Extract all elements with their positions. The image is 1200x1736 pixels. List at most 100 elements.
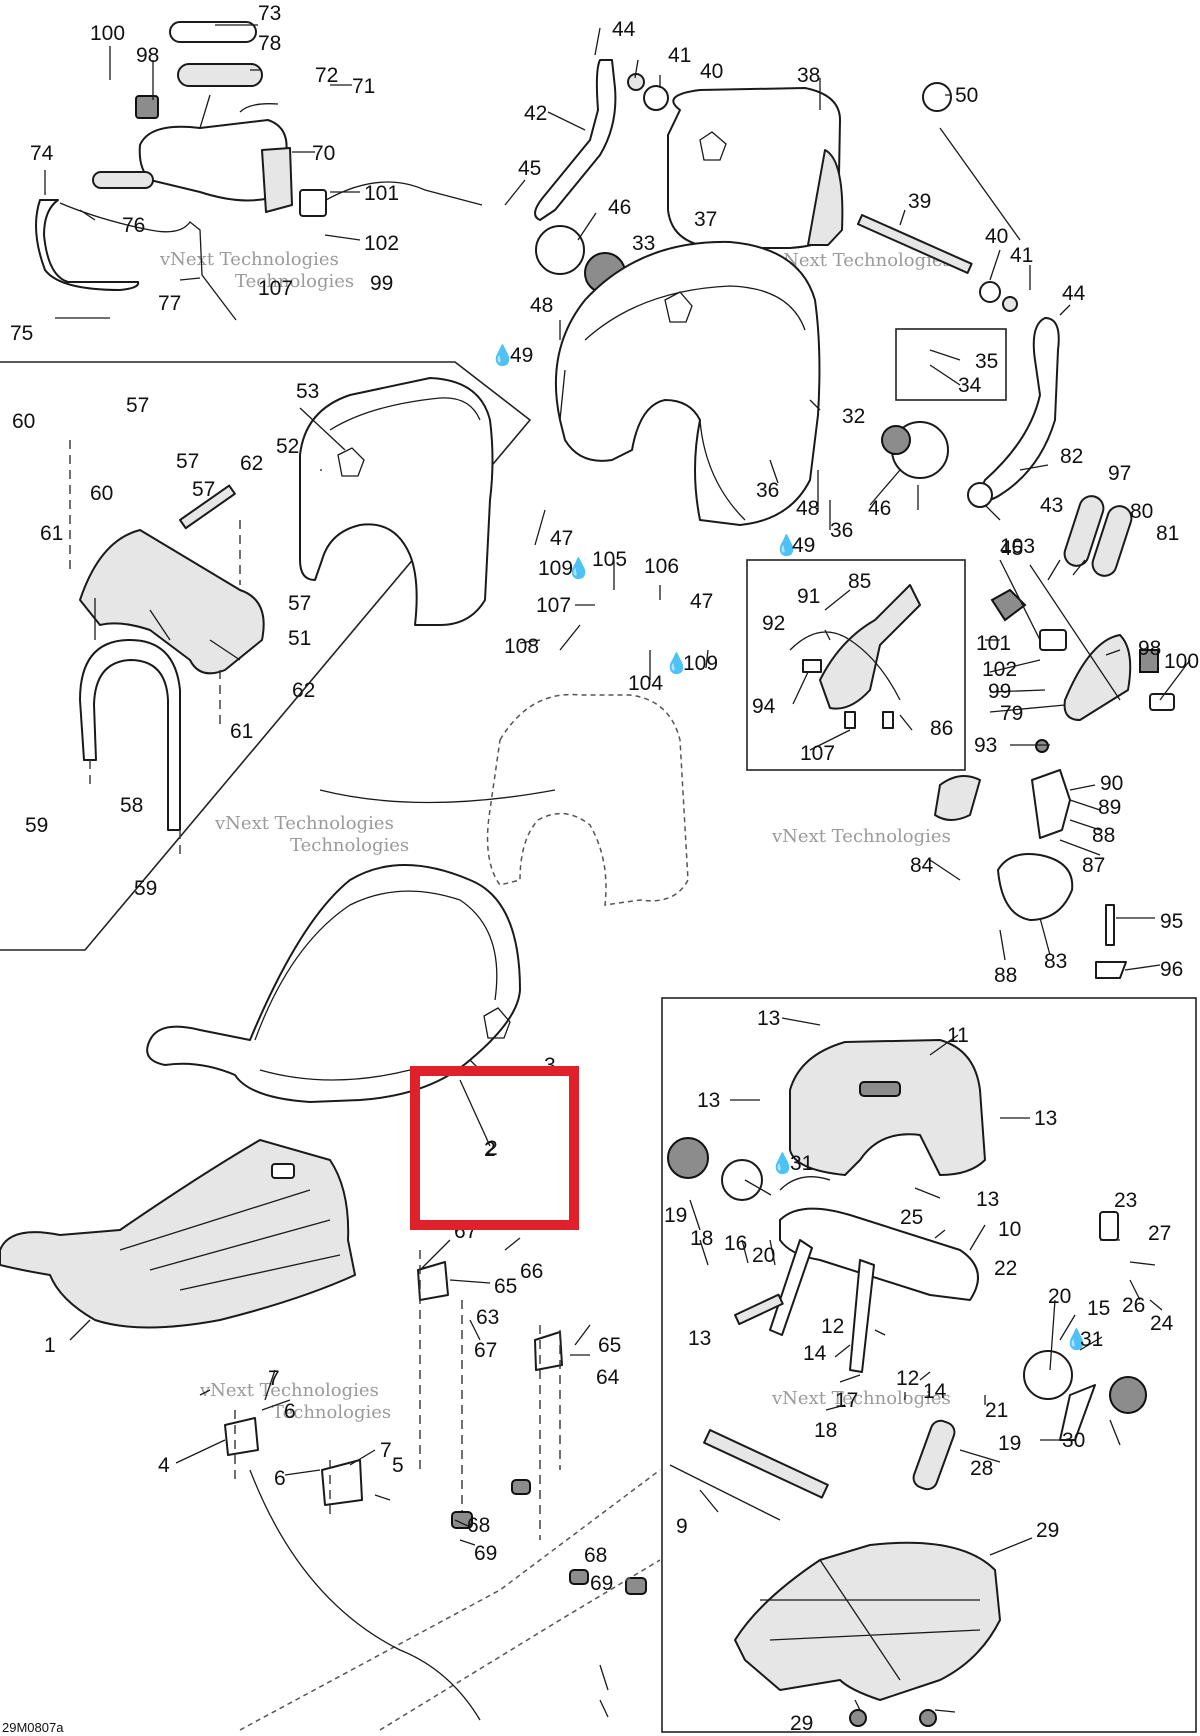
bar-60 <box>179 484 236 530</box>
highlight-callout-label: 2 <box>486 1137 498 1160</box>
callout-label: 77 <box>158 292 181 315</box>
callout-label: 108 <box>504 635 539 658</box>
callout-label: 18 <box>690 1227 713 1250</box>
callout-label: 61 <box>230 720 253 743</box>
section-frames <box>0 328 1197 1733</box>
callout-label: 53 <box>296 380 319 403</box>
shell-11 <box>789 1039 986 1176</box>
base-1 <box>0 1139 356 1329</box>
callout-label: 88 <box>994 964 1017 987</box>
rod-39 <box>856 214 973 274</box>
callout-label: 98 <box>1138 637 1161 660</box>
callout-label: 20 <box>752 1244 775 1267</box>
grip-78 <box>177 63 263 87</box>
watermark-text: vNext Technologies <box>772 250 952 271</box>
callout-label: 27 <box>1148 1222 1171 1245</box>
grip-73 <box>169 21 257 43</box>
grip-97 <box>1091 505 1133 577</box>
callout-label: 109 <box>683 652 718 675</box>
callout-label: 57 <box>176 450 199 473</box>
callout-label: 34 <box>958 374 982 397</box>
seat-32 <box>554 240 821 526</box>
callout-label: 52 <box>276 435 299 458</box>
callout-label: 41 <box>668 44 691 67</box>
callout-label: 86 <box>930 717 953 740</box>
callout-label: 100 <box>1164 650 1199 673</box>
lever-23 <box>1099 1211 1119 1241</box>
callout-label: 35 <box>975 350 998 373</box>
plate-100 <box>1149 693 1175 711</box>
callout-label: 74 <box>30 142 54 165</box>
highlight-box: 2 <box>410 1066 579 1230</box>
right-mid-parts <box>934 495 1175 979</box>
callout-label: 23 <box>1114 1189 1137 1212</box>
oil-drop-icon: 💧 <box>774 533 799 557</box>
latch-21 <box>1059 1384 1096 1441</box>
oil-drop-icon: 💧 <box>566 556 591 580</box>
oil-drop-icon: 💧 <box>664 651 689 675</box>
ghost-seat <box>319 693 689 906</box>
callout-label: 57 <box>288 592 311 615</box>
callout-label: 65 <box>494 1275 517 1298</box>
watermark-text: Technologies <box>235 271 354 292</box>
callout-label: 51 <box>288 627 311 650</box>
callout-label: 99 <box>370 272 393 295</box>
button-93 <box>1035 739 1049 753</box>
callout-label: 36 <box>756 479 779 502</box>
callout-label: 63 <box>476 1306 499 1329</box>
callout-label: 15 <box>1087 1297 1110 1320</box>
callout-label: 33 <box>632 232 655 255</box>
oil-drop-icon: 💧 <box>770 1151 795 1175</box>
callout-label: 76 <box>122 214 145 237</box>
emblem-98b <box>1139 649 1159 673</box>
foot-68b <box>625 1577 647 1595</box>
callout-label: 85 <box>848 570 871 593</box>
callout-label: 12 <box>821 1315 844 1338</box>
callout-label: 29 <box>790 1712 813 1735</box>
callout-label: 9 <box>676 1515 688 1538</box>
callout-label: 25 <box>900 1206 923 1229</box>
arm-42 <box>534 59 617 221</box>
callout-label: 91 <box>797 585 820 608</box>
callout-label: 59 <box>25 814 48 837</box>
callout-label: 49 <box>510 344 533 367</box>
plate-45 <box>967 482 993 508</box>
watermark-text: vNext Technologies <box>159 249 339 270</box>
bracket-63 <box>417 1261 449 1301</box>
callout-label: 68 <box>467 1514 490 1537</box>
callout-label: 73 <box>258 2 281 25</box>
diagram-code: 29M0807a <box>2 1720 64 1735</box>
bracket-64 <box>534 1331 563 1371</box>
knob-15 <box>1023 1350 1073 1400</box>
callout-label: 78 <box>258 32 281 55</box>
callout-label: 60 <box>12 410 35 433</box>
callout-label: 87 <box>1082 854 1105 877</box>
rod-28 <box>669 1464 781 1521</box>
emblem-98 <box>135 95 159 119</box>
callout-label: 6 <box>284 1400 296 1423</box>
callout-label: 69 <box>590 1572 613 1595</box>
callout-label: 3 <box>544 1054 556 1077</box>
callout-label: 58 <box>120 794 143 817</box>
bracket-85 <box>819 584 921 710</box>
callout-label: 44 <box>1062 282 1086 305</box>
callout-label: 26 <box>1122 1294 1145 1317</box>
switch-87 <box>1031 769 1071 839</box>
callout-label: 13 <box>976 1188 999 1211</box>
callout-label: 7 <box>380 1439 392 1462</box>
callout-label: 45 <box>1000 537 1023 560</box>
callout-label: 48 <box>796 497 819 520</box>
watermark-text: Technologies <box>272 1402 391 1423</box>
washer-40 <box>643 85 669 111</box>
watermark-text: vNext Technologies <box>771 826 951 847</box>
callout-label: 42 <box>524 102 547 125</box>
cable-77 <box>59 202 237 321</box>
callout-label: 44 <box>612 18 636 41</box>
callout-label: 13 <box>688 1327 711 1350</box>
callout-label: 5 <box>392 1454 404 1477</box>
driver-seat <box>146 864 521 1103</box>
callout-label: 64 <box>596 1366 620 1389</box>
callout-label: 41 <box>1010 244 1033 267</box>
callout-label: 107 <box>800 742 835 765</box>
key-96 <box>1095 961 1127 979</box>
